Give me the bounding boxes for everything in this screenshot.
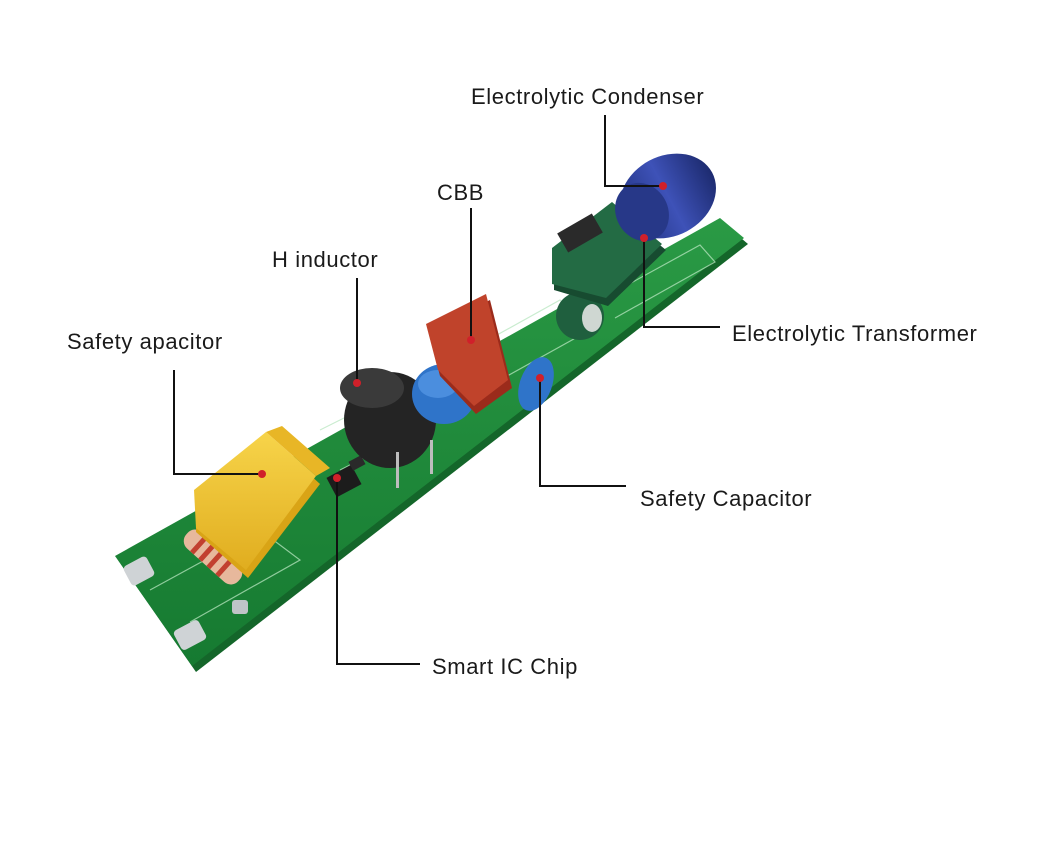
leader-safety-capacitor — [539, 378, 626, 487]
marker-smart-ic — [333, 474, 341, 482]
leader-smart-ic — [336, 478, 420, 665]
small-electrolytic — [556, 292, 604, 340]
label-safety-apacitor: Safety apacitor — [67, 329, 223, 354]
label-smart-ic-chip: Smart IC Chip — [432, 654, 578, 679]
marker-cbb — [467, 336, 475, 344]
marker-safety-apacitor — [258, 470, 266, 478]
smart-ic-chip — [326, 455, 366, 498]
electrolytic-condenser-part — [615, 153, 716, 242]
marker-safety-capacitor — [536, 374, 544, 382]
marker-dots — [258, 182, 667, 482]
solder-pads — [123, 556, 248, 650]
leader-transformer — [643, 238, 720, 328]
label-safety-capacitor: Safety Capacitor — [640, 486, 813, 511]
safety-capacitor-part — [518, 357, 554, 411]
leader-condenser — [604, 115, 663, 187]
label-h-inductor: H inductor — [272, 247, 379, 272]
marker-h-inductor — [353, 379, 361, 387]
marker-condenser — [659, 182, 667, 190]
label-electrolytic-condenser: Electrolytic Condenser — [471, 84, 705, 109]
label-electrolytic-transformer: Electrolytic Transformer — [732, 321, 978, 346]
cbb-capacitor — [426, 294, 512, 414]
marker-transformer — [640, 234, 648, 242]
label-cbb: CBB — [437, 180, 485, 205]
leader-safety-apacitor — [173, 370, 262, 475]
resistor — [183, 529, 243, 585]
leader-lines — [173, 115, 720, 665]
